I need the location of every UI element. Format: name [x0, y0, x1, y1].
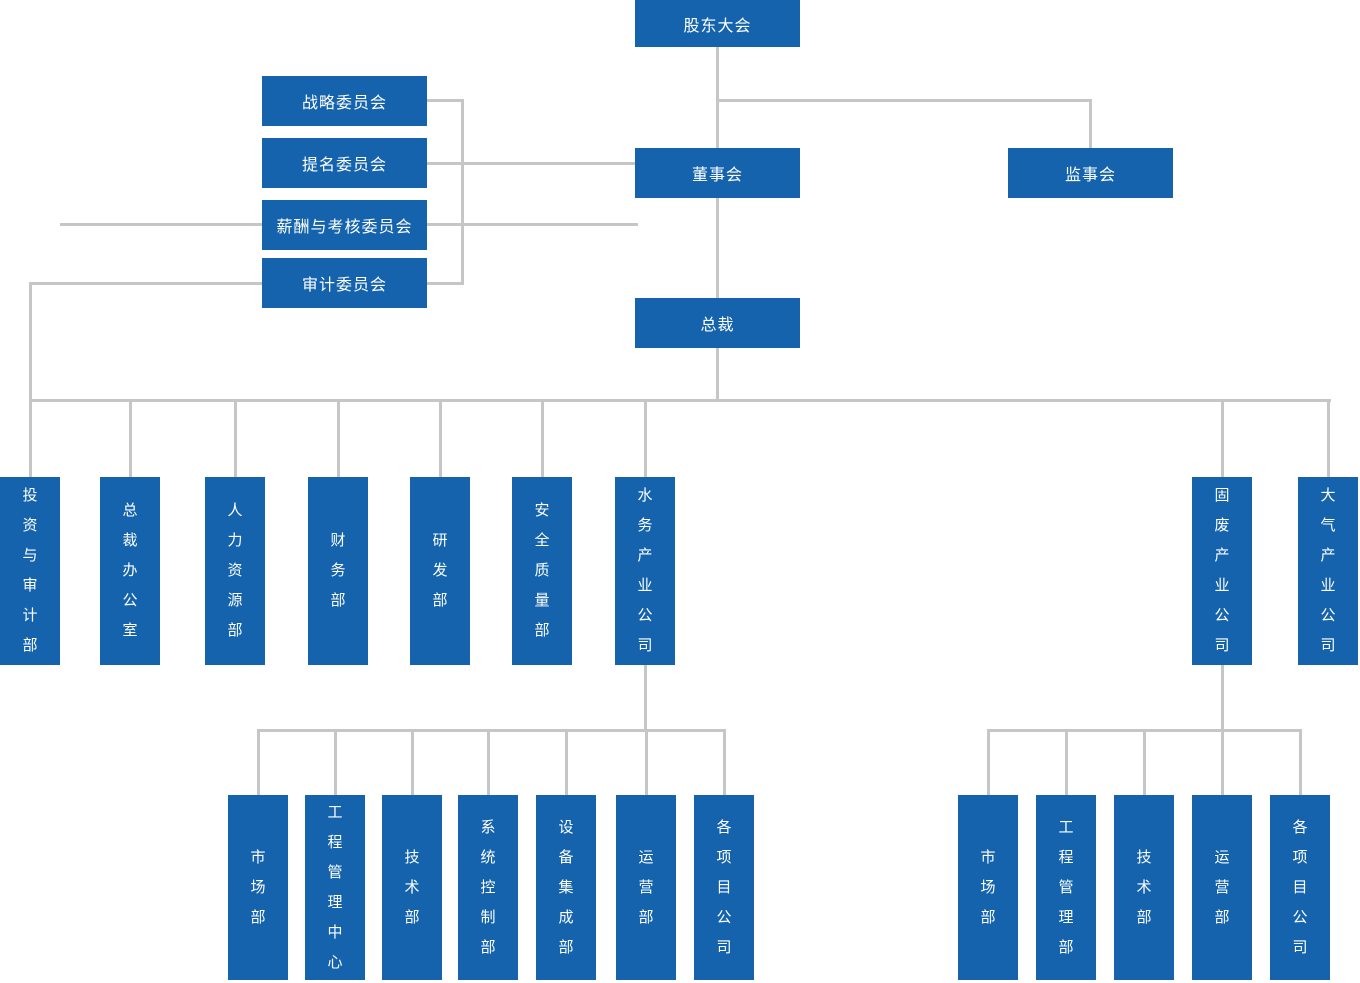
node-label: 系统控制部: [480, 818, 496, 956]
node-solidwaste-marketing-dept: 市场部: [958, 795, 1018, 980]
node-committee-strategy: 战略委员会: [262, 76, 427, 126]
connector-line: [1221, 729, 1224, 795]
node-label: 市场部: [250, 848, 266, 926]
connector-line: [716, 99, 1092, 102]
connector-line: [257, 729, 260, 795]
connector-line: [645, 729, 648, 795]
node-board-of-directors: 董事会: [635, 148, 800, 198]
connector-line: [716, 198, 719, 298]
connector-line: [234, 399, 237, 477]
connector-line: [427, 282, 464, 285]
node-dept-finance: 财务部: [308, 477, 368, 665]
node-shareholders-meeting: 股东大会: [635, 0, 800, 47]
node-label: 各项目公司: [1292, 818, 1308, 956]
connector-line: [29, 282, 32, 477]
node-label: 投资与审计部: [22, 487, 38, 654]
connector-line: [1065, 729, 1068, 795]
connector-line: [716, 348, 719, 400]
connector-line: [129, 399, 132, 477]
node-label: 各项目公司: [716, 818, 732, 956]
node-dept-rnd: 研发部: [410, 477, 470, 665]
node-label: 技术部: [404, 848, 420, 926]
node-label: 工程管理部: [1058, 818, 1074, 956]
connector-line: [1299, 729, 1302, 795]
node-solidwaste-technology-dept: 技术部: [1114, 795, 1174, 980]
node-label: 设备集成部: [558, 818, 574, 956]
connector-line: [1221, 399, 1224, 477]
node-company-solid-waste-industry: 固废产业公司: [1192, 477, 1252, 665]
node-dept-investment-audit: 投资与审计部: [0, 477, 60, 665]
connector-line: [644, 399, 647, 477]
connector-line: [411, 729, 414, 795]
connector-line: [461, 99, 464, 285]
connector-line: [29, 399, 1331, 402]
node-label: 人力资源部: [227, 502, 243, 639]
connector-line: [1221, 665, 1224, 732]
node-solidwaste-engineering-mgmt-dept: 工程管理部: [1036, 795, 1096, 980]
node-label: 运营部: [638, 848, 654, 926]
node-dept-safety-quality: 安全质量部: [512, 477, 572, 665]
node-company-atmosphere-industry: 大气产业公司: [1298, 477, 1358, 665]
connector-line: [565, 729, 568, 795]
node-label: 研发部: [432, 532, 448, 609]
node-label: 财务部: [330, 532, 346, 609]
node-supervisory-board: 监事会: [1008, 148, 1173, 198]
node-label: 总裁办公室: [122, 502, 138, 639]
node-water-system-control-dept: 系统控制部: [458, 795, 518, 980]
node-solidwaste-operations-dept: 运营部: [1192, 795, 1252, 980]
node-label: 技术部: [1136, 848, 1152, 926]
connector-line: [1143, 729, 1146, 795]
connector-line: [257, 729, 726, 732]
node-water-marketing-dept: 市场部: [228, 795, 288, 980]
node-water-project-companies: 各项目公司: [694, 795, 754, 980]
node-label: 固废产业公司: [1214, 487, 1230, 654]
connector-line: [644, 665, 647, 732]
connector-line: [541, 399, 544, 477]
connector-line: [334, 729, 337, 795]
connector-line: [487, 729, 490, 795]
node-label: 工程管理中心: [327, 803, 343, 971]
connector-line: [723, 729, 726, 795]
node-solidwaste-project-companies: 各项目公司: [1270, 795, 1330, 980]
node-water-equipment-integration-dept: 设备集成部: [536, 795, 596, 980]
connector-line: [1089, 99, 1092, 148]
node-water-technology-dept: 技术部: [382, 795, 442, 980]
connector-line: [427, 99, 464, 102]
node-committee-audit: 审计委员会: [262, 258, 427, 308]
node-label: 大气产业公司: [1320, 487, 1336, 654]
node-committee-remuneration: 薪酬与考核委员会: [262, 200, 427, 250]
node-label: 市场部: [980, 848, 996, 926]
node-water-engineering-mgmt-center: 工程管理中心: [305, 795, 365, 980]
node-company-water-industry: 水务产业公司: [615, 477, 675, 665]
node-water-operations-dept: 运营部: [616, 795, 676, 980]
connector-line: [716, 47, 719, 148]
connector-line: [987, 729, 990, 795]
node-label: 运营部: [1214, 848, 1230, 926]
connector-line: [427, 162, 635, 165]
connector-line: [337, 399, 340, 477]
node-label: 安全质量部: [534, 502, 550, 639]
node-committee-nomination: 提名委员会: [262, 138, 427, 188]
node-dept-president-office: 总裁办公室: [100, 477, 160, 665]
connector-line: [439, 399, 442, 477]
node-president: 总裁: [635, 298, 800, 348]
node-dept-human-resources: 人力资源部: [205, 477, 265, 665]
connector-line: [30, 282, 262, 285]
node-label: 水务产业公司: [637, 487, 653, 654]
connector-line: [1327, 399, 1330, 477]
